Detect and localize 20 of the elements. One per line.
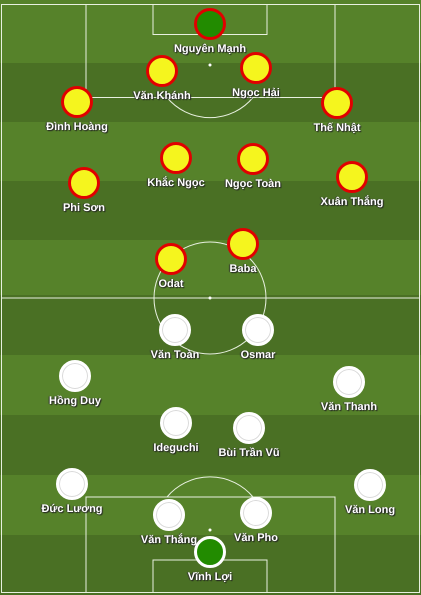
player-name: Vĩnh Lợi [188,571,232,584]
player-name: Odat [158,278,184,291]
player-name: Nguyên Mạnh [174,43,246,56]
player-name: Ideguchi [153,442,199,455]
player-name: Văn Pho [234,532,278,545]
player-name: Bùi Trần Vũ [218,447,280,460]
player-name: Văn Long [344,504,396,517]
player-name: Ngọc Hải [232,87,280,100]
player-name: Khắc Ngọc [147,177,205,190]
player-name: Hồng Duy [49,395,101,408]
player-name: Phi Sơn [62,202,106,215]
player-name: Thế Nhật [313,122,361,135]
player-name: Văn Thanh [320,401,378,414]
player-name: Văn Thắng [140,534,198,547]
player-name: Baba [230,263,256,276]
player-name: Đình Hoàng [46,121,108,134]
player-name: Xuân Thắng [320,196,384,209]
player-name: Văn Toàn [150,349,200,362]
player-name: Ngọc Toàn [224,178,281,191]
player-name: Osmar [240,349,276,362]
